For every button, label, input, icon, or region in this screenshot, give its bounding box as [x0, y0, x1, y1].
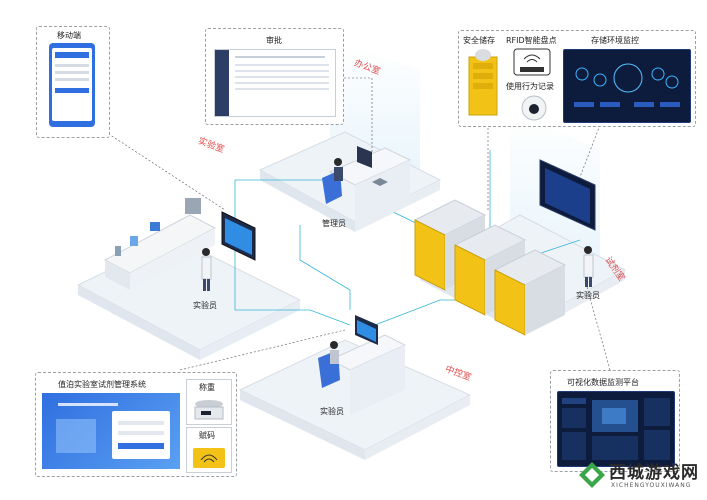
admin-label: 管理员 [322, 219, 346, 228]
mobile-callout: 移动端 [36, 26, 110, 138]
lab-worker-label-3: 实验员 [320, 407, 344, 416]
visual-dashboard [557, 391, 675, 467]
visual-title: 可视化数据监测平台 [567, 378, 639, 387]
watermark-text: 西城游戏网 [609, 463, 699, 483]
approval-screen [214, 49, 336, 117]
control-worker-head [330, 341, 338, 349]
mgmt-callout: 值泊实验室试剂管理系统 称重 赋码 [35, 372, 237, 477]
reagent-cabinets [413, 199, 567, 336]
site-watermark: 西城游戏网 XICHENGYOUXIWANG [575, 454, 703, 498]
admin-head [334, 158, 342, 166]
weigh-box: 称重 [186, 379, 232, 425]
code-box: 赋码 [186, 427, 232, 473]
watermark-subtext: XICHENGYOUXIWANG [611, 482, 692, 489]
weigh-title: 称重 [199, 383, 215, 392]
mobile-screen [52, 48, 92, 121]
safe-storage-title: 安全储存 [463, 36, 495, 45]
lab-worker-head [202, 248, 210, 256]
approval-callout: 审批 [205, 28, 344, 125]
visual-callout: 可视化数据监测平台 [550, 370, 680, 472]
mobile-title: 移动端 [57, 31, 81, 40]
watermark-logo-icon [579, 462, 605, 488]
monitoring-callout: 安全储存 RFID智能盘点 使用行为记录 存储环境监控 [458, 30, 696, 127]
mobile-phone [49, 43, 95, 127]
approval-title: 审批 [266, 36, 282, 45]
lab-worker-label-2: 实验员 [576, 291, 600, 300]
mgmt-screen [42, 393, 180, 469]
office-monitor [357, 146, 372, 168]
camera-icon [521, 95, 547, 121]
rfid-icon [513, 48, 551, 76]
mgmt-title: 值泊实验室试剂管理系统 [58, 380, 146, 389]
safe-storage-cabinet [468, 49, 498, 116]
rfid-box: RFID智能盘点 [506, 35, 558, 79]
rfid-title: RFID智能盘点 [506, 36, 557, 45]
leader-lines [94, 77, 611, 371]
code-title: 赋码 [199, 431, 215, 440]
lab-worker-label-1: 实验员 [193, 301, 217, 310]
reagent-worker-head [584, 246, 592, 254]
env-title: 存储环境监控 [591, 36, 639, 45]
scale-icon [194, 400, 224, 420]
env-dashboard [563, 49, 691, 123]
rfid-tag-icon [193, 448, 225, 468]
usage-title: 使用行为记录 [506, 82, 554, 91]
